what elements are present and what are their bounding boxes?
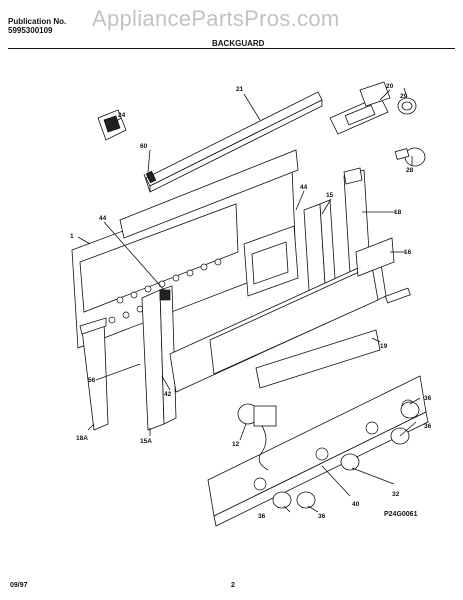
part-28-knob [394,147,426,167]
callout-18a: 18A [76,435,88,442]
callout-60: 60 [140,143,148,150]
callout-15: 15 [326,192,334,199]
part-19-glass [255,329,381,389]
date-code: 09/97 [10,582,28,589]
page-number: 2 [231,582,235,589]
callout-28: 28 [406,167,414,174]
knob-panel [207,375,429,527]
callout-40: 40 [352,501,360,508]
part-21-trim-bar [143,91,323,193]
part-12-thermostat [237,403,277,471]
callout-56: 56 [88,377,96,384]
part-18-bracket [343,167,371,275]
part-16-end-cap [355,237,395,277]
callout-24: 24 [118,112,126,119]
callout-12: 12 [232,441,240,448]
callout-1: 1 [70,233,74,240]
callout-36-c: 36 [258,513,266,520]
callout-29: 29 [400,93,408,100]
part-15-upright [303,199,337,307]
part-15a-upright [141,285,177,431]
publication-label: Publication No. [8,17,67,26]
callout-19: 19 [380,343,388,350]
part-1-backguard-panel [71,149,299,349]
callout-44-left: 44 [99,215,107,222]
header-rule [8,48,455,49]
callout-20: 20 [386,83,394,90]
leader-lines [77,87,421,513]
callout-36-a: 36 [424,395,432,402]
callout-36-b: 36 [424,423,432,430]
callout-42: 42 [164,391,172,398]
control-panel [169,257,411,393]
section-title: BACKGUARD [212,39,265,48]
callout-16: 16 [404,249,412,256]
callout-44-top: 44 [300,184,308,191]
callout-21: 21 [236,86,244,93]
callout-32: 32 [392,491,400,498]
part-20-clock-bracket [329,81,391,135]
callout-labels: 21 20 29 24 60 44 15 18 16 1 44 28 19 56… [70,83,432,520]
callout-36-d: 36 [318,513,326,520]
part-24-switch [97,109,127,141]
part-18a-bracket [79,317,109,431]
control-box [243,225,299,297]
watermark: AppliancePartsPros.com [92,6,340,31]
callout-15a: 15A [140,438,152,445]
publication-number: 5995300109 [8,26,53,35]
callout-18: 18 [394,209,402,216]
part-29-clock-knob [397,97,417,115]
reference-code: P24G0061 [384,511,418,518]
